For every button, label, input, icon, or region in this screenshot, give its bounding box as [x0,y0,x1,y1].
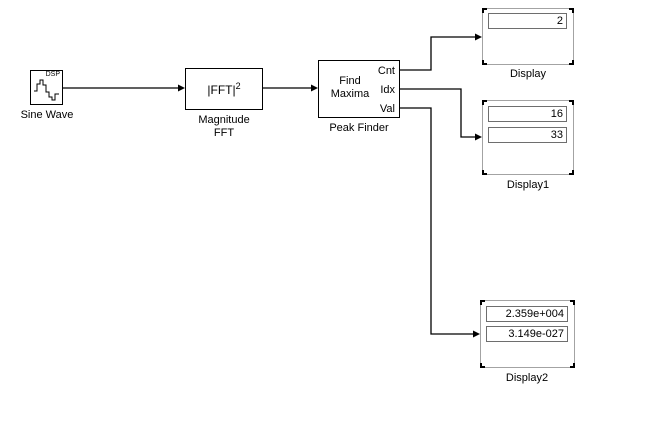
display1-value-field-2: 33 [488,127,567,143]
peak-finder-label: Peak Finder [329,122,389,134]
corner-mark [480,300,485,305]
corner-mark [569,100,574,105]
port-label-cnt: Cnt [377,65,395,77]
corner-mark [482,8,487,13]
arrowhead [311,84,318,92]
corner-mark [570,300,575,305]
port-label-val: Val [379,103,395,115]
fft-formula-base: |FFT| [207,83,236,97]
peak-finder-text-line1: Find [339,75,361,87]
magnitude-fft-label-line2: FFT [213,127,235,139]
fft-formula-exponent: 2 [235,81,241,91]
corner-mark [480,363,485,368]
corner-mark [569,170,574,175]
magnitude-fft-label-line1: Magnitude [198,114,250,126]
magnitude-fft-block[interactable]: |FFT|2 [185,68,263,110]
corner-mark [570,363,575,368]
display1-value-field-1: 16 [488,106,567,122]
display2-block[interactable]: 2.359e+004 3.149e-027 [480,300,575,368]
arrowhead [473,330,480,338]
display-block[interactable]: 2 [482,8,574,65]
display1-block[interactable]: 16 33 [482,100,574,175]
wire-cnt-to-display[interactable] [400,36,476,71]
arrowhead [178,84,185,92]
wire-idx-to-display1[interactable] [400,88,476,138]
display-value-field: 2 [488,13,567,29]
corner-mark [482,170,487,175]
peak-finder-text-line2: Maxima [330,88,370,100]
display-label: Display [509,68,547,80]
display2-value-field-2: 3.149e-027 [486,326,568,342]
wire-val-to-display2[interactable] [400,107,474,335]
sine-wave-block[interactable]: DSP [30,70,63,105]
sampled-sine-icon [34,79,59,101]
magnitude-fft-label: Magnitude FFT [179,114,269,140]
peak-finder-block[interactable]: Find Maxima Cnt Idx Val [318,60,400,118]
arrowhead [475,33,482,41]
sine-wave-label: Sine Wave [20,109,74,121]
port-label-idx: Idx [380,84,395,96]
fft-formula: |FFT|2 [207,81,240,97]
display2-label: Display2 [505,372,549,384]
arrowhead [475,133,482,141]
corner-mark [482,60,487,65]
display1-label: Display1 [506,179,550,191]
corner-mark [569,8,574,13]
peak-finder-text: Find Maxima [324,75,376,101]
display2-value-field-1: 2.359e+004 [486,306,568,322]
corner-mark [569,60,574,65]
dsp-label: DSP [45,71,60,78]
corner-mark [482,100,487,105]
